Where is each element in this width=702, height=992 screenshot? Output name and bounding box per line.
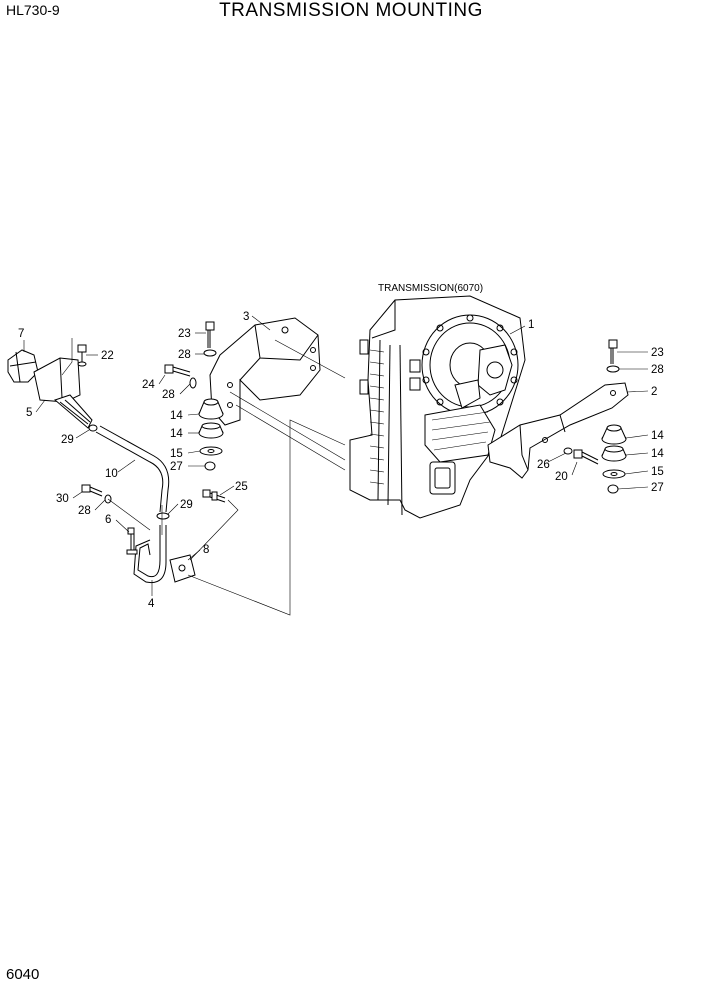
model-code: HL730-9	[6, 2, 60, 18]
callout: 29	[61, 434, 74, 446]
callout: 7	[18, 328, 24, 340]
callout-labels: 1 2 3 4 5 6 7 8 10 14 14 14 14 15 15 20 …	[18, 311, 664, 610]
callout: 27	[170, 461, 183, 473]
callout: 15	[651, 466, 664, 478]
transmission-housing	[349, 295, 526, 519]
callout: 6	[105, 514, 111, 526]
page-number: 6040	[6, 966, 40, 983]
right-bolt-stack	[563, 339, 627, 494]
callout: 26	[537, 459, 550, 471]
callout: 28	[78, 505, 91, 517]
callout: 14	[651, 448, 664, 460]
callout: 25	[235, 481, 248, 493]
oil-filler-assembly	[7, 344, 226, 584]
assembly-label: TRANSMISSION(6070)	[378, 283, 483, 294]
callout: 23	[651, 347, 664, 359]
callout: 5	[26, 407, 32, 419]
callout: 22	[101, 350, 114, 362]
callout: 14	[651, 430, 664, 442]
callout: 14	[170, 410, 183, 422]
callout: 28	[162, 389, 175, 401]
callout: 20	[555, 471, 568, 483]
callout: 2	[651, 386, 657, 398]
page-title: TRANSMISSION MOUNTING	[219, 0, 483, 21]
callout: 4	[148, 598, 155, 610]
left-mounting-bracket	[209, 317, 321, 426]
callout: 10	[105, 468, 118, 480]
callout: 23	[178, 328, 191, 340]
callout: 30	[56, 493, 69, 505]
right-mounting-bracket	[487, 382, 629, 479]
callout: 14	[170, 428, 183, 440]
callout: 24	[142, 379, 155, 391]
callout: 28	[651, 364, 664, 376]
callout: 8	[203, 544, 209, 556]
callout: 3	[243, 311, 249, 323]
left-bolt-stack	[164, 321, 224, 471]
callout: 15	[170, 448, 183, 460]
callout: 29	[180, 499, 193, 511]
callout: 1	[528, 319, 534, 331]
callout: 28	[178, 349, 191, 361]
callout: 27	[651, 482, 664, 494]
